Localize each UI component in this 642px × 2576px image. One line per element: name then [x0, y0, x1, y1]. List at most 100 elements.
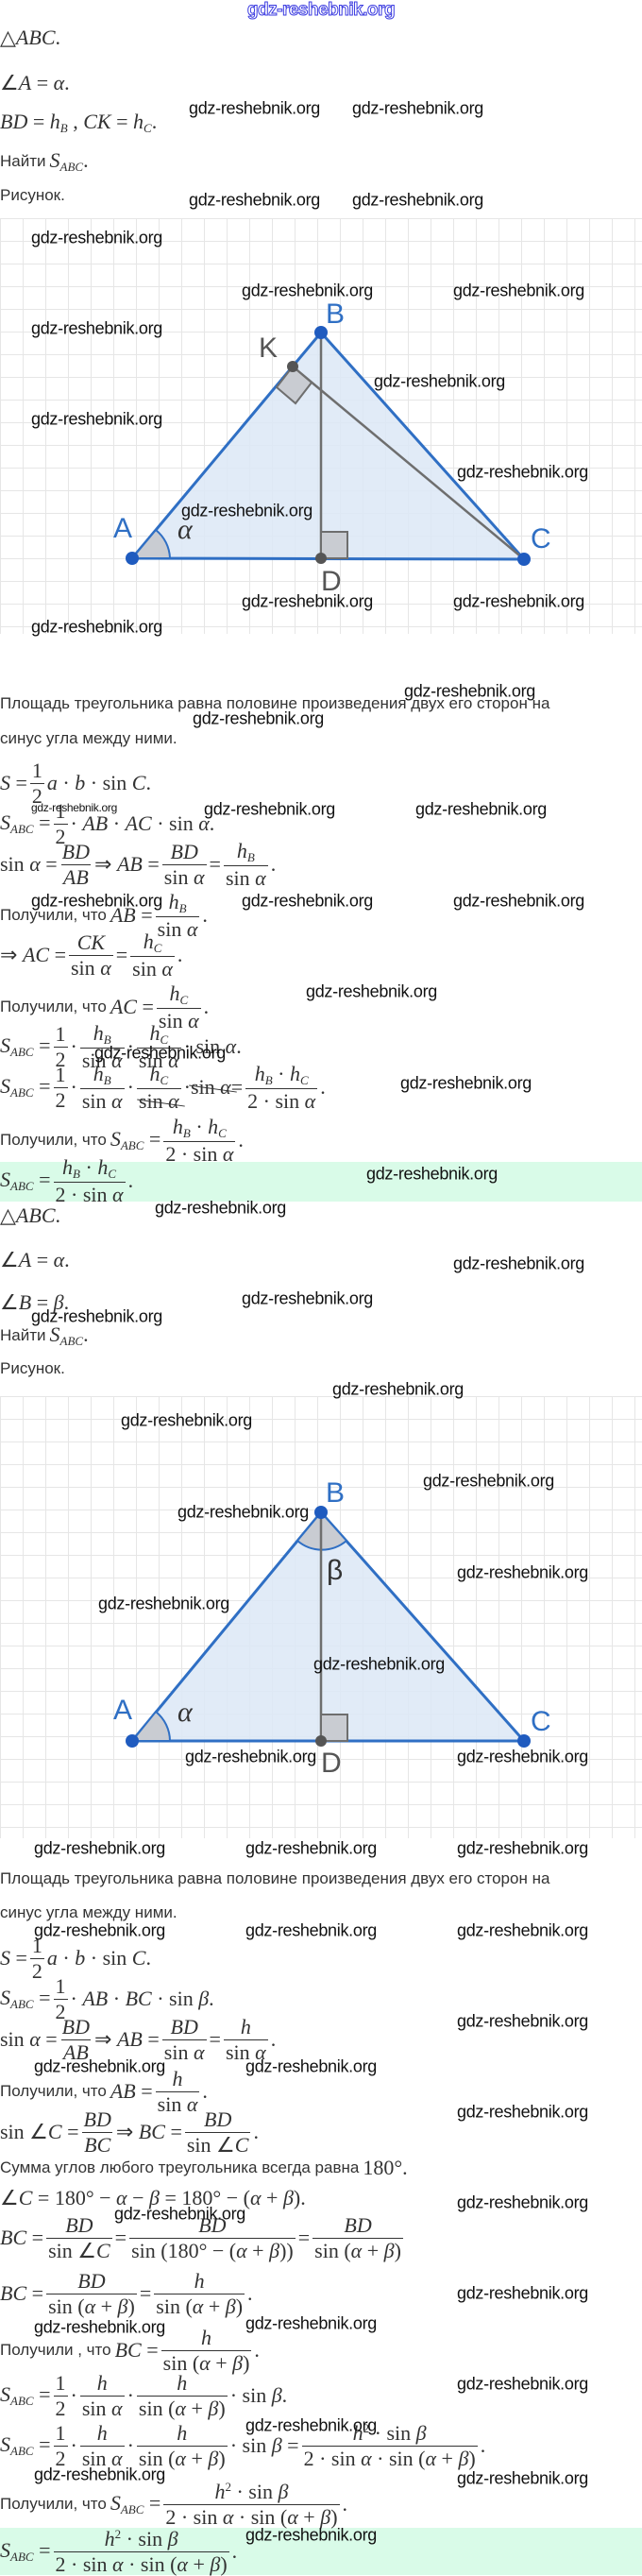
- label-b: B: [326, 299, 345, 330]
- fraction-numerator: BD: [170, 840, 198, 864]
- math-expression: ⇒ BC =: [115, 2120, 182, 2143]
- math-expression: ·: [127, 1034, 134, 1058]
- math-expression: ·: [70, 2433, 77, 2457]
- fraction-denominator: sin α: [155, 2090, 200, 2116]
- fraction-denominator: BC: [82, 2131, 113, 2157]
- label-d: D: [321, 566, 342, 597]
- watermark: gdz-reshebnik.org: [245, 1838, 377, 1858]
- watermark: gdz-reshebnik.org: [193, 708, 324, 728]
- watermark: gdz-reshebnik.org: [185, 1747, 316, 1766]
- math-expression: SABC.: [49, 1322, 89, 1348]
- fraction-denominator: 2: [53, 1086, 68, 1112]
- math-expression: SABC =: [0, 1074, 51, 1100]
- point-a: [126, 552, 139, 565]
- prose-text: Получили, что: [0, 2495, 107, 2513]
- prose-text: Найти: [0, 152, 46, 170]
- fraction-numerator: BD: [61, 840, 91, 864]
- math-expression: SABC =: [110, 1127, 161, 1152]
- math-expression: ⇒ AB =: [94, 852, 160, 876]
- prose-text: Площадь треугольника равна половине прои…: [0, 1869, 550, 1887]
- watermark: gdz-reshebnik.org: [332, 1379, 464, 1399]
- fraction-numerator: hB · hC: [254, 1062, 309, 1088]
- watermark: gdz-reshebnik.org: [34, 2056, 165, 2076]
- label-beta: β: [327, 1555, 343, 1586]
- fraction-denominator: 2: [29, 1957, 44, 1983]
- watermark: gdz-reshebnik.org: [457, 2102, 588, 2122]
- math-expression: ⇒ AB =: [94, 2027, 160, 2051]
- math-expression: BC =: [0, 2226, 44, 2249]
- math-expression: a · b · sin C.: [46, 1946, 151, 1970]
- watermark: gdz-reshebnik.org: [31, 228, 162, 247]
- fraction-denominator: 2: [53, 2445, 68, 2470]
- fraction-denominator: sin ∠C: [184, 2131, 251, 2157]
- math-expression: .: [203, 995, 210, 1018]
- watermark: gdz-reshebnik.org: [374, 371, 505, 391]
- math-expression: SABC =: [0, 810, 51, 836]
- watermark: gdz-reshebnik.org: [177, 1502, 309, 1522]
- prose-text: Сумма углов любого треугольника всегда р…: [0, 2158, 360, 2176]
- math-expression: SABC =: [0, 1168, 51, 1193]
- math-expression: .: [202, 903, 208, 927]
- watermark: gdz-reshebnik.org: [457, 1920, 588, 1940]
- watermark: gdz-reshebnik.org: [34, 2465, 165, 2484]
- fraction-numerator: BD: [83, 2107, 111, 2132]
- math-expression: sin α =: [0, 852, 58, 876]
- fraction-numerator: h: [240, 2015, 251, 2039]
- fraction-numerator: h: [96, 2421, 108, 2446]
- fraction-numerator: hC: [149, 1062, 169, 1088]
- math-expression: ∠B = β.: [0, 1290, 70, 1314]
- prose-text: Получили , что: [0, 2341, 111, 2359]
- math-expression: .: [202, 2079, 208, 2103]
- math-expression: ·: [127, 1075, 134, 1099]
- fraction-numerator: BD: [61, 2015, 91, 2039]
- site-logo-watermark: gdz-reshebnik.org: [246, 0, 396, 21]
- math-expression: =: [115, 943, 128, 966]
- watermark: gdz-reshebnik.org: [121, 1410, 252, 1430]
- fraction-denominator: sin (α + β): [154, 2293, 245, 2318]
- watermark: gdz-reshebnik.org: [242, 281, 373, 300]
- label-a: A: [113, 1695, 132, 1726]
- fraction-numerator: BD: [203, 2107, 232, 2132]
- watermark: gdz-reshebnik.org: [98, 1594, 229, 1613]
- fraction-denominator: AB: [60, 2039, 91, 2064]
- fraction-denominator: 2 · sin α: [245, 1087, 318, 1113]
- math-expression: SABC =: [110, 2491, 161, 2516]
- math-expression: =: [297, 2226, 311, 2249]
- math-expression: BD = hB , CK = hC.: [0, 110, 158, 135]
- fraction-numerator: 1: [55, 1022, 66, 1047]
- prose-text: Найти: [0, 1326, 46, 1344]
- fraction-numerator: 1: [55, 1974, 66, 1999]
- watermark: gdz-reshebnik.org: [31, 617, 162, 637]
- watermark: gdz-reshebnik.org: [242, 591, 373, 611]
- fraction-denominator: 2: [53, 1998, 68, 2023]
- math-expression: AB =: [110, 903, 153, 927]
- math-expression: · sin α.: [183, 1034, 242, 1058]
- watermark: gdz-reshebnik.org: [245, 2313, 377, 2333]
- watermark: gdz-reshebnik.org: [245, 2056, 377, 2076]
- cancelled-term: sin α: [190, 1075, 231, 1099]
- math-expression: ·: [70, 2383, 77, 2407]
- solution-line: Сумма углов любого треугольника всегда р…: [0, 2144, 408, 2192]
- point-b: [314, 326, 328, 339]
- right-angle-mark-d: [320, 1714, 348, 1742]
- watermark: gdz-reshebnik.org: [34, 1920, 165, 1940]
- solution-line: Рисунок.: [0, 172, 69, 219]
- math-expression: .: [254, 2338, 260, 2362]
